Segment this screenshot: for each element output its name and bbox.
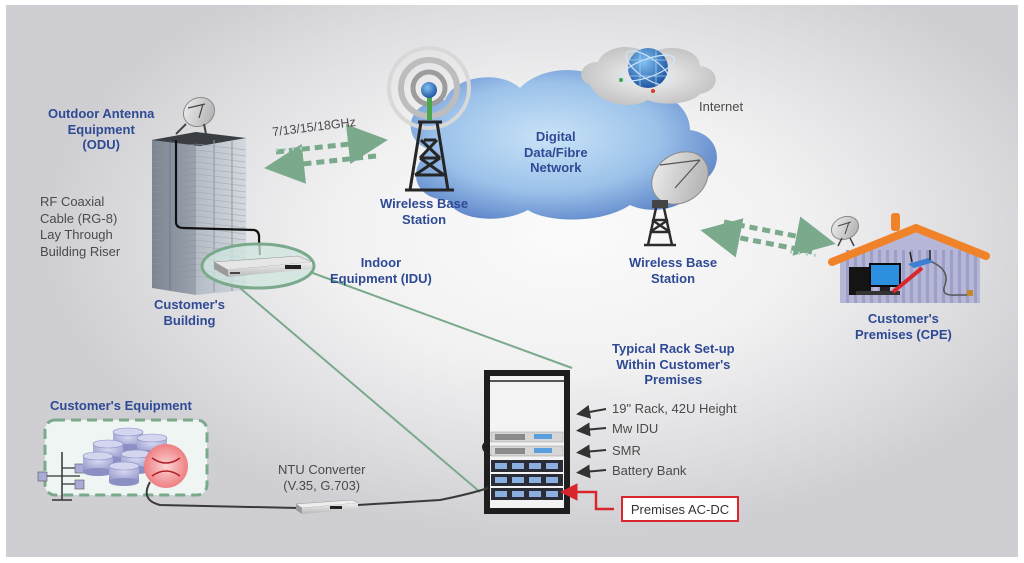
power-cable [931,261,968,296]
wireless-link-arrows [264,124,388,184]
customer-equipment-label: Customer's Equipment [50,398,192,413]
globe-icon [619,48,676,93]
radio-tower-icon [387,46,471,192]
satellite-dish-icon [830,215,860,247]
network-cloud-label: Digital Data/Fibre Network [524,129,588,176]
ethernet-cable [891,266,924,294]
radio-tower-icon [644,207,676,247]
rack-callout-rack: 19" Rack, 42U Height [612,401,737,416]
network-cloud-icon [410,70,717,220]
customer-equipment-group [37,418,209,501]
wireless-link-arrows [700,216,836,258]
rack-title-label: Typical Rack Set-up Within Customer's Pr… [612,341,735,388]
cpe-label: Customer's Premises (CPE) [855,311,952,342]
rack-callout-mw-idu: Mw IDU [612,421,659,436]
battery-unit [491,474,563,486]
customer-building-label: Customer's Building [154,297,225,328]
data-cable [357,487,489,506]
premises-acdc-box: Premises AC-DC [621,496,739,522]
ntu-device-icon [295,499,359,514]
server-rack-icon [482,370,570,514]
data-cable [145,481,299,509]
idu-device-icon [212,255,313,277]
rack-callout-battery-bank: Battery Bank [612,463,687,478]
satellite-dish-icon [175,96,216,135]
power-outlet-icon [967,290,973,296]
acdc-pointer-arrow [560,483,614,511]
database-icon [120,449,152,474]
idu-to-rack-link [309,271,573,369]
battery-unit [491,488,563,500]
wireless-base-station-right-label: Wireless Base Station [629,255,718,286]
router-icon [908,250,934,268]
idu-to-rack-link [239,287,481,493]
rack-callout-smr: SMR [612,443,641,458]
battery-unit [491,460,563,472]
router-hub-icon [144,444,188,488]
ntu-converter-label: NTU Converter (V.35, G.703) [278,462,366,493]
rf-coax-cable [174,140,262,256]
wireless-base-station-left-label: Wireless Base Station [380,196,469,227]
database-icon [82,451,114,476]
database-icon [108,461,140,486]
satellite-dish-icon [651,151,709,208]
internet-label: Internet [699,99,744,114]
odu-label: Outdoor Antenna Equipment (ODU) [48,106,155,153]
idu-label: Indoor Equipment (IDU) [330,255,432,286]
computer-icon [849,263,901,295]
rf-cable-label: RF Coaxial Cable (RG-8) Lay Through Buil… [40,194,121,259]
rack-callout-arrows [576,405,607,479]
